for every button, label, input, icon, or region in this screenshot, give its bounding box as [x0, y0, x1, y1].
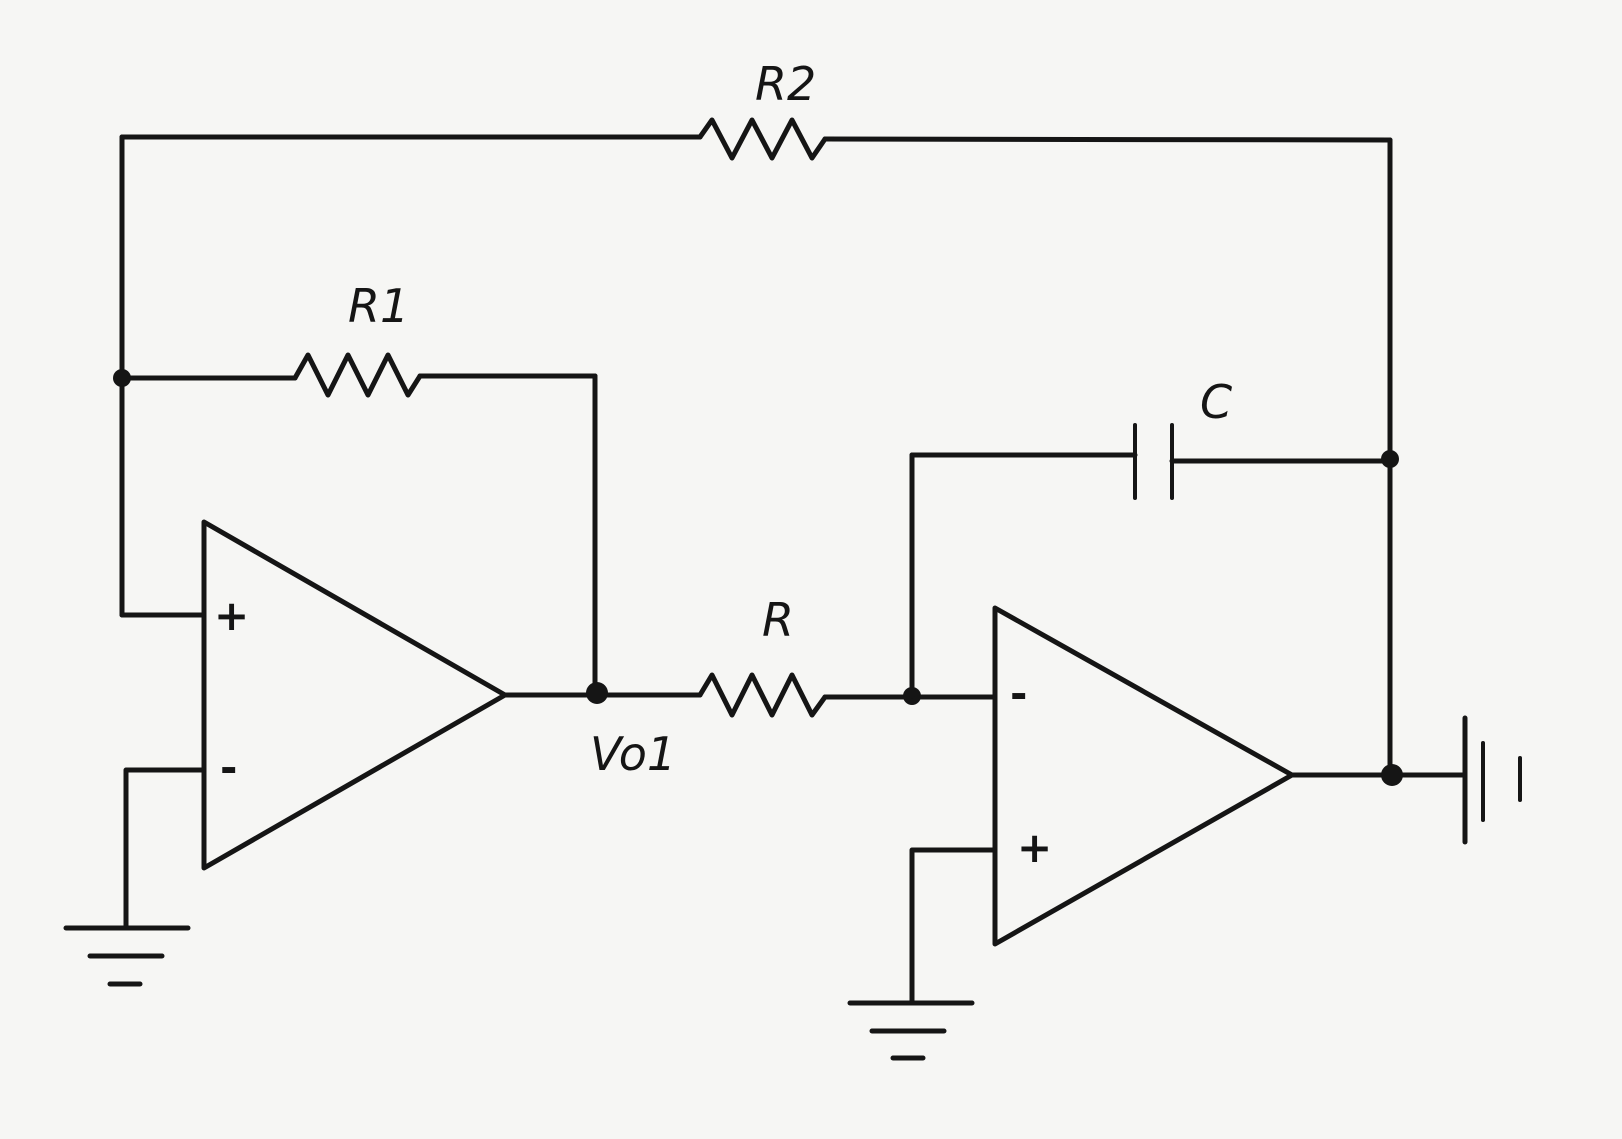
- r1-left-node: [113, 369, 131, 387]
- resistor-r: [697, 672, 998, 718]
- ground-symbol-1: [63, 925, 191, 987]
- r2-feedback-path: [119, 117, 1393, 458]
- r2-label: R2: [755, 57, 816, 111]
- opamp1-minus-sign: -: [220, 743, 237, 792]
- r-label: R: [762, 593, 794, 647]
- output-node: [1381, 764, 1403, 786]
- vo1-node: [586, 682, 608, 704]
- r1-feedback-path: [119, 352, 598, 693]
- opamp1-plus-sign: +: [214, 591, 249, 640]
- r1-label: R1: [348, 279, 409, 333]
- opamp-1: [201, 519, 508, 871]
- capacitor-c-path: [909, 423, 1393, 699]
- opamp2-plus-sign: +: [1017, 823, 1052, 872]
- output-terminal-icon: [1462, 715, 1522, 845]
- c-label: C: [1200, 375, 1232, 429]
- opamp-2: [992, 605, 1295, 947]
- opamp2-plus-input-wire: [909, 847, 998, 1006]
- ground-symbol-2: [847, 1000, 975, 1061]
- opamp1-minus-input-wire: [123, 767, 207, 931]
- opamp2-minus-sign: -: [1010, 669, 1027, 718]
- vo1-label: Vo1: [590, 727, 676, 781]
